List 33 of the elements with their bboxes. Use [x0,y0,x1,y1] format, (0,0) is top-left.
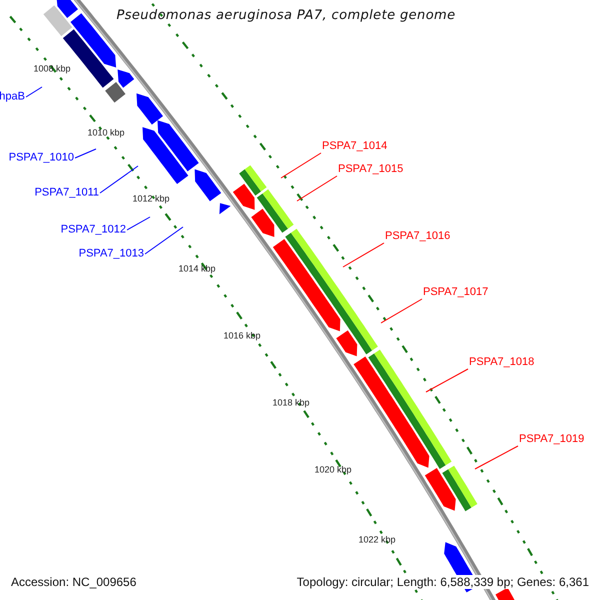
position-label: 1008 kbp [33,64,71,74]
leader-line [280,152,322,178]
leader-line [100,166,138,194]
gene-label: PSPA7_1010 [8,152,75,164]
gene-label: PSPA7_1011 [34,186,100,200]
leader-line [26,86,42,98]
position-label: 1010 kbp [87,128,125,138]
gene-label: PSPA7_1012 [60,224,127,236]
footer-text: Topology: circular; Length: 6,588,339 bp; Genes: 6,361 [294,575,591,589]
title: Pseudomonas aeruginosa PA7, complete genome [115,8,457,23]
gene-label: PSPA7_1017 [422,286,490,299]
leader-line [296,176,338,202]
footer-text: Accession: NC_009656 [9,575,138,589]
gene-label: hpaB [0,90,26,104]
position-label: 1018 kbp [272,398,310,408]
leader-line [74,148,96,158]
gene-label: PSPA7_1015 [337,163,404,176]
leader-line [342,242,384,268]
position-label: 1022 kbp [358,534,396,546]
position-label: 1020 kbp [314,464,352,476]
leader-line [380,298,422,324]
position-label: 1014 kbp [178,264,216,274]
gene-label: PSPA7_1013 [78,248,145,260]
position-label: 1012 kbp [132,194,170,204]
leader-line [474,446,518,470]
leader-line [126,216,150,230]
leader-line [144,226,184,254]
gene-label: PSPA7_1018 [468,356,536,369]
gene-label: PSPA7_1016 [384,230,452,243]
leader-line [426,368,468,392]
gene-label: PSPA7_1014 [321,140,388,153]
gene-label: PSPA7_1019 [518,433,586,446]
position-label: 1016 kbp [223,330,261,342]
